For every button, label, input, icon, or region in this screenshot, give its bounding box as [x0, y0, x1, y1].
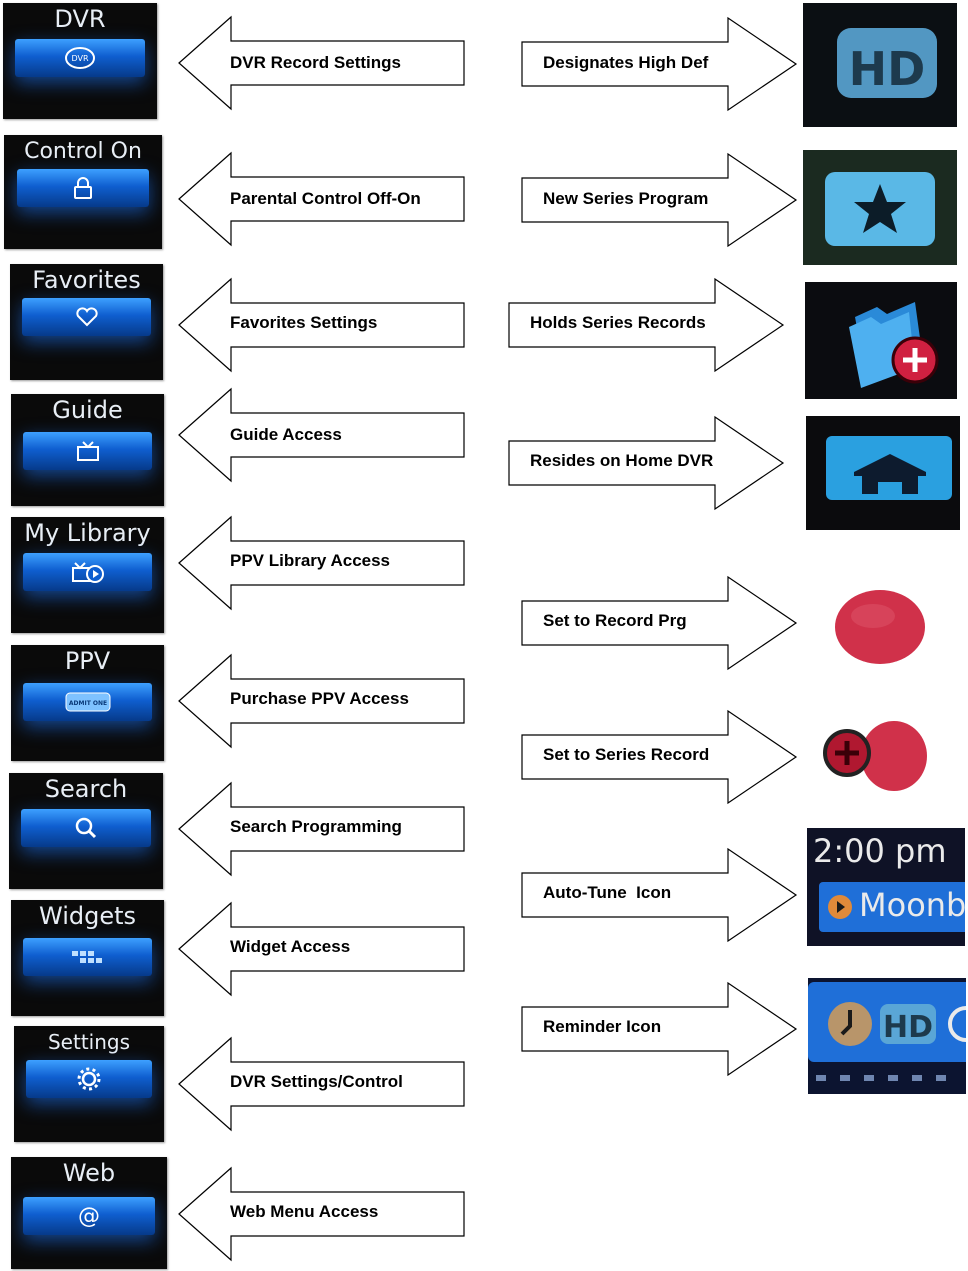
menu-tile-favorites: Favorites: [10, 264, 163, 380]
arrow-label: Set to Record Prg: [543, 611, 687, 630]
tile-bar: DVR: [15, 39, 145, 77]
tile-title: Web: [62, 1159, 116, 1187]
arrow-label: Guide Access: [230, 425, 342, 444]
gear-icon: [77, 1067, 101, 1091]
arrow-label: Parental Control Off-On: [230, 189, 421, 208]
tile-title: DVR: [54, 5, 106, 33]
lock-icon: [74, 177, 92, 199]
tile-bar: [16, 169, 150, 207]
tile-bar: @: [23, 1197, 155, 1235]
auto-tune-time: 2:00 pm: [813, 832, 947, 870]
arrow-label: Widget Access: [230, 937, 351, 956]
arrow-label: Favorites Settings: [230, 313, 378, 332]
tile-title: Search: [44, 775, 128, 803]
tile-title: Settings: [47, 1030, 131, 1054]
tile-bar: [26, 1060, 152, 1098]
tile-bar: [23, 938, 152, 976]
tv-icon: [76, 441, 99, 461]
arrow-label: Set to Series Record: [543, 745, 710, 764]
arrow-label: Purchase PPV Access: [230, 689, 409, 708]
ticket-label: ADMIT ONE: [68, 700, 106, 707]
tile-bar: [23, 553, 152, 591]
tile-title: Control On: [24, 139, 142, 164]
tile-title: Widgets: [38, 902, 137, 930]
tile-title: Favorites: [32, 266, 141, 294]
arrow-label: New Series Program: [543, 189, 709, 208]
hd-badge-icon: HD: [803, 3, 957, 127]
menu-tile-ppv: PPV ADMIT ONE: [11, 645, 164, 761]
arrow-label: Holds Series Records: [530, 313, 706, 332]
home-icon: [806, 416, 960, 530]
tile-title: Guide: [52, 396, 123, 424]
tile-bar: [23, 432, 152, 470]
dvr-badge-label: DVR: [71, 54, 88, 63]
menu-tile-widgets: Widgets: [11, 900, 164, 1016]
star-badge-icon: [803, 150, 957, 265]
arrow-label: PPV Library Access: [230, 551, 391, 570]
tile-bar: [21, 809, 151, 847]
reminder-clock-icon: HD: [808, 978, 966, 1094]
auto-tune-icon: 2:00 pm Moonbe: [807, 828, 965, 946]
svg-text:@: @: [78, 1204, 100, 1229]
hd-badge-label: HD: [849, 42, 926, 96]
arrow-label: Search Programming: [230, 817, 402, 836]
menu-tile-dvr: DVR DVR: [3, 3, 157, 119]
menu-tile-control: Control On: [4, 135, 162, 249]
arrow-label: Web Menu Access: [230, 1202, 379, 1221]
heart-icon: [75, 307, 98, 327]
arrow-label: Designates High Def: [543, 53, 709, 72]
arrow-label: Resides on Home DVR: [530, 451, 714, 470]
arrow-label: DVR Record Settings: [230, 53, 401, 72]
dvr-disc-icon: DVR: [65, 47, 95, 69]
arrow-label: DVR Settings/Control: [230, 1072, 403, 1091]
arrow-label: Reminder Icon: [543, 1017, 662, 1036]
tile-bar: ADMIT ONE: [23, 683, 152, 721]
record-dot-icon: [833, 588, 928, 666]
series-record-icon: [819, 717, 929, 795]
menu-tile-settings: Settings: [14, 1026, 164, 1142]
library-play-icon: [71, 562, 104, 583]
arrow-label: Auto-Tune Icon: [543, 883, 672, 902]
magnifier-icon: [75, 817, 97, 839]
admit-one-ticket-icon: ADMIT ONE: [65, 692, 110, 712]
at-sign-icon: @: [78, 1204, 100, 1229]
menu-tile-library: My Library: [11, 517, 164, 633]
series-folder-icon: [805, 282, 957, 399]
menu-tile-search: Search: [9, 773, 163, 889]
tile-title: My Library: [24, 519, 151, 547]
menu-tile-web: Web @: [11, 1157, 167, 1269]
program-title: Moonbe: [859, 886, 965, 924]
hd-badge-label: HD: [883, 1010, 933, 1045]
tile-title: PPV: [64, 647, 111, 675]
tile-bar: [22, 298, 151, 336]
play-badge-icon: [828, 895, 852, 919]
menu-tile-guide: Guide: [11, 394, 164, 506]
widget-grid-icon: [71, 951, 102, 963]
